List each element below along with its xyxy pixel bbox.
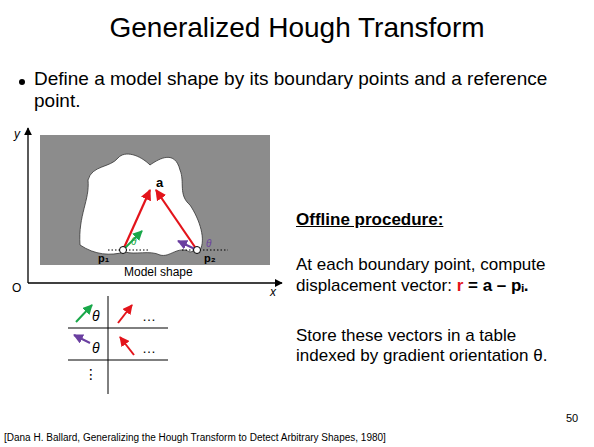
dotted-ref	[182, 250, 228, 251]
section-heading: Offline procedure:	[296, 210, 443, 230]
dotted-ref	[108, 250, 150, 251]
table-arrow	[76, 305, 92, 322]
displacement-arrow	[123, 190, 150, 250]
vector-symbol: r	[457, 276, 464, 295]
paragraph: At each boundary point, compute displace…	[296, 254, 576, 297]
y-axis	[27, 128, 28, 283]
angle-label: θ	[206, 238, 211, 250]
table-arrow	[120, 337, 134, 355]
displacement-arrow	[156, 190, 197, 250]
formula: = a – pᵢ.	[468, 276, 529, 295]
slide-title: Generalized Hough Transform	[0, 12, 594, 44]
model-shape	[80, 154, 203, 255]
boundary-point	[194, 247, 201, 254]
point-label: a	[156, 176, 163, 191]
table-cell: θ	[92, 340, 100, 356]
table-cell: ⋮	[84, 366, 98, 382]
table-arrow	[118, 305, 132, 323]
body-text: Store these vectors in a table indexed b…	[296, 326, 576, 365]
point-label: p₁	[98, 252, 109, 265]
model-ground	[40, 135, 270, 265]
gradient-arrow	[123, 231, 142, 250]
r-table	[68, 296, 168, 394]
origin-label: O	[12, 282, 21, 296]
bullet-text: Define a model shape by its boundary poi…	[34, 68, 574, 112]
x-axis	[28, 282, 282, 283]
boundary-point	[120, 247, 127, 254]
angle-label: θ	[131, 236, 136, 248]
citation: [Dana H. Ballard, Generalizing the Hough…	[4, 432, 386, 444]
bullet-dot	[19, 79, 25, 85]
point-label: p₂	[204, 252, 216, 265]
table-arrow	[74, 335, 90, 343]
axis-label: x	[270, 286, 276, 300]
table-cell: …	[142, 308, 156, 324]
page-number: 50	[566, 412, 578, 425]
figure-caption: Model shape	[124, 266, 193, 280]
table-cell: θ	[92, 308, 100, 324]
table-cell: …	[142, 340, 156, 356]
axis-label: y	[14, 128, 20, 142]
